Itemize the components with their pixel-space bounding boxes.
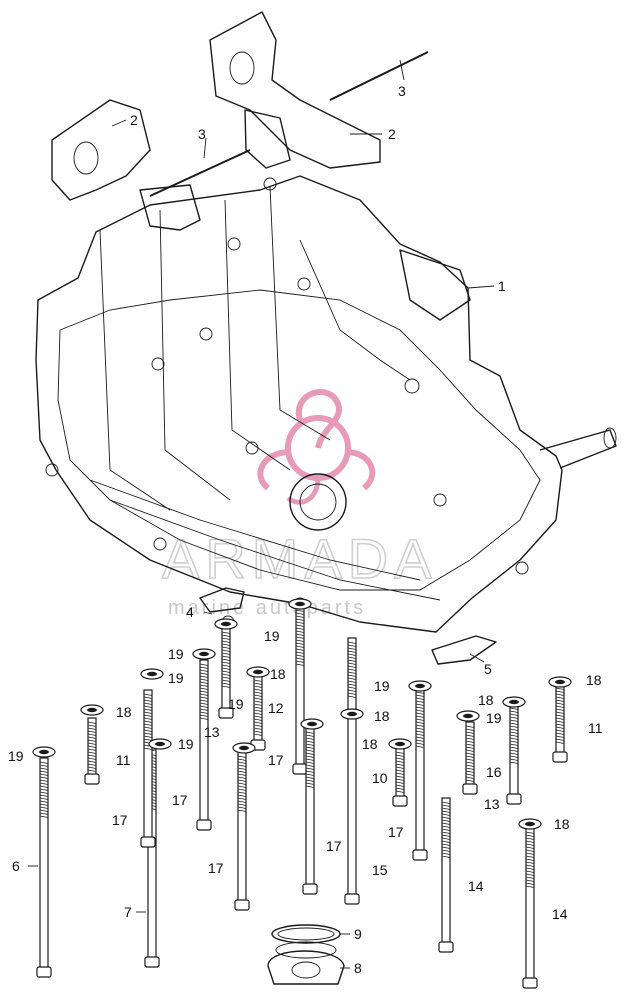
callout-19: 19	[374, 678, 390, 694]
washer-19	[140, 668, 164, 680]
callout-17: 17	[208, 860, 224, 876]
o-ring-part	[271, 924, 341, 944]
bracket-right-part	[209, 11, 381, 169]
callout-18: 18	[374, 708, 390, 724]
bolt-10	[392, 747, 408, 807]
bracket-left-part	[51, 99, 151, 201]
lower-crankcase-part	[35, 109, 617, 633]
callout-19: 19	[264, 628, 280, 644]
washer-19	[288, 598, 312, 610]
bolt-14	[438, 797, 454, 953]
washer-18	[246, 666, 270, 678]
callout-18: 18	[478, 692, 494, 708]
bolt-14	[522, 827, 538, 989]
callout-6: 6	[12, 858, 20, 874]
callout-1: 1	[498, 278, 506, 294]
washer-18	[548, 676, 572, 688]
callout-18: 18	[586, 672, 602, 688]
bolt-11	[552, 683, 568, 763]
watermark-logo-icon	[257, 389, 376, 505]
callout-2: 2	[388, 126, 396, 142]
callout-11: 11	[588, 720, 603, 736]
callout-18: 18	[116, 704, 132, 720]
callout-18: 18	[362, 736, 378, 752]
callout-19: 19	[168, 646, 184, 662]
callout-19: 19	[228, 696, 244, 712]
washer-18	[340, 708, 364, 720]
bolt-17	[412, 687, 428, 861]
callout-3: 3	[198, 126, 206, 142]
callout-7: 7	[124, 904, 132, 920]
callout-9: 9	[354, 926, 362, 942]
watermark-tagline: marine autoparts	[168, 597, 366, 619]
bolt-17	[234, 751, 250, 911]
callout-17: 17	[112, 812, 128, 828]
callout-19: 19	[168, 670, 184, 686]
washer-18	[80, 704, 104, 716]
callout-13: 13	[484, 796, 500, 812]
callout-labels: 1 2 2 3 3 4 5 6 7 8 9 10 11 11 12 13 13 …	[8, 83, 603, 976]
callout-8: 8	[354, 960, 362, 976]
callout-13: 13	[204, 724, 220, 740]
washer-19	[32, 746, 56, 758]
callout-18: 18	[270, 666, 286, 682]
washer-18	[502, 696, 526, 708]
bolt-17	[302, 727, 318, 895]
callout-5: 5	[484, 661, 492, 677]
plate-part	[199, 587, 245, 613]
washer-19	[456, 710, 480, 722]
bolt-13	[506, 703, 522, 805]
callout-17: 17	[326, 838, 342, 854]
callout-19: 19	[178, 736, 194, 752]
bolt-17	[196, 659, 212, 831]
leader-lines	[28, 59, 495, 969]
callout-17: 17	[172, 792, 188, 808]
callout-3: 3	[398, 83, 406, 99]
bolt-6	[36, 757, 52, 978]
washer-19	[300, 718, 324, 730]
rod-upper-part	[329, 51, 429, 101]
bolt-15	[344, 637, 360, 905]
callout-15: 15	[372, 862, 388, 878]
washer-19	[408, 680, 432, 692]
callout-14: 14	[468, 878, 484, 894]
clip-part	[431, 635, 497, 665]
callout-17: 17	[388, 824, 404, 840]
washer-18	[518, 818, 542, 830]
bolt-group	[32, 598, 572, 989]
callout-4: 4	[186, 604, 194, 620]
rod-lower-part	[149, 149, 251, 197]
callout-12: 12	[268, 700, 284, 716]
callout-19: 19	[486, 710, 502, 726]
callout-17: 17	[268, 752, 284, 768]
bolt-7	[144, 749, 160, 968]
washer-19	[232, 742, 256, 754]
bolt-12	[250, 675, 266, 751]
watermark-brand: ARMADA	[162, 527, 438, 590]
callout-18: 18	[554, 816, 570, 832]
washer-18	[388, 738, 412, 750]
bolt-16	[462, 721, 478, 795]
callout-19: 19	[8, 748, 24, 764]
callout-14: 14	[552, 906, 568, 922]
callout-10: 10	[372, 770, 388, 786]
bolt-17	[292, 605, 308, 775]
callout-11: 11	[116, 752, 131, 768]
bolt-11	[84, 717, 100, 785]
washer-19	[192, 648, 216, 660]
washer-19	[214, 618, 238, 630]
callout-16: 16	[486, 764, 502, 780]
washer-19	[148, 738, 172, 750]
callout-2: 2	[130, 112, 138, 128]
oil-plug-part	[267, 941, 345, 985]
